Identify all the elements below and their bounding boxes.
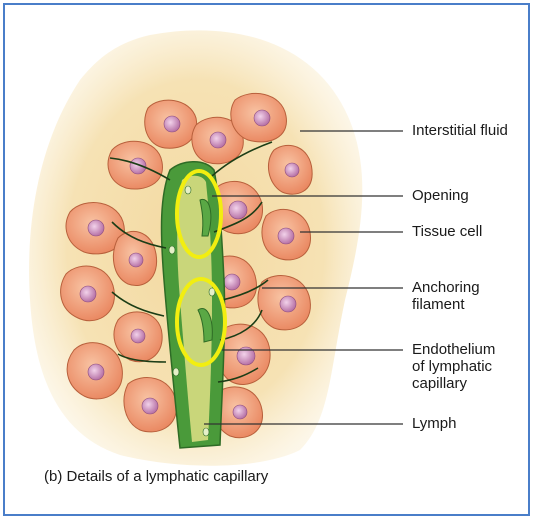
label-opening: Opening: [412, 187, 469, 204]
cell-nucleus: [164, 116, 180, 132]
cell-nucleus: [280, 296, 296, 312]
cell-nucleus: [254, 110, 270, 126]
cell-nucleus: [131, 329, 145, 343]
cell-nucleus: [285, 163, 299, 177]
figure-caption: (b) Details of a lymphatic capillary: [44, 468, 268, 485]
cell-nucleus: [129, 253, 143, 267]
cell-nucleus: [210, 132, 226, 148]
cell-nucleus: [229, 201, 247, 219]
cell-nucleus: [80, 286, 96, 302]
cell-nucleus: [88, 364, 104, 380]
cell-nucleus: [278, 228, 294, 244]
cell-nucleus: [88, 220, 104, 236]
cell-nucleus: [233, 405, 247, 419]
label-interstitial-fluid: Interstitial fluid: [412, 122, 508, 139]
label-anchoring-filament: Anchoring filament: [412, 279, 480, 313]
label-lymph: Lymph: [412, 415, 456, 432]
cell-nucleus: [142, 398, 158, 414]
label-tissue-cell: Tissue cell: [412, 223, 482, 240]
label-endothelium: Endothelium of lymphatic capillary: [412, 341, 495, 392]
cell-nucleus: [224, 274, 240, 290]
